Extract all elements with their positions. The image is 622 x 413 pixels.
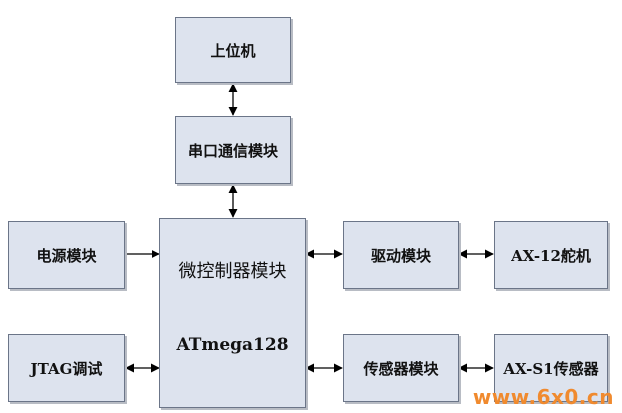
- watermark-text: www.6x0.cn: [472, 385, 614, 409]
- servo-label: AX-12舵机: [511, 246, 591, 265]
- sensor-module-label: 传感器模块: [363, 359, 439, 378]
- host-pc-label: 上位机: [210, 41, 256, 60]
- mcu-module-title: 微控制器模块: [178, 261, 287, 282]
- driver-module-box: 驱动模块: [343, 221, 459, 289]
- sensor-label: AX-S1传感器: [503, 359, 599, 378]
- jtag-box: JTAG调试: [8, 334, 125, 402]
- sensor-box: AX-S1传感器: [494, 334, 608, 402]
- serial-comm-box: 串口通信模块: [175, 116, 291, 184]
- mcu-module-box: 微控制器模块 ATmega128: [159, 218, 306, 408]
- serial-comm-label: 串口通信模块: [187, 141, 278, 160]
- mcu-chip-label: ATmega128: [176, 335, 289, 355]
- servo-box: AX-12舵机: [494, 221, 608, 289]
- power-module-box: 电源模块: [8, 221, 125, 289]
- sensor-module-box: 传感器模块: [343, 334, 459, 402]
- jtag-label: JTAG调试: [30, 359, 103, 378]
- power-module-label: 电源模块: [36, 246, 97, 265]
- driver-module-label: 驱动模块: [370, 246, 431, 265]
- host-pc-box: 上位机: [175, 17, 291, 83]
